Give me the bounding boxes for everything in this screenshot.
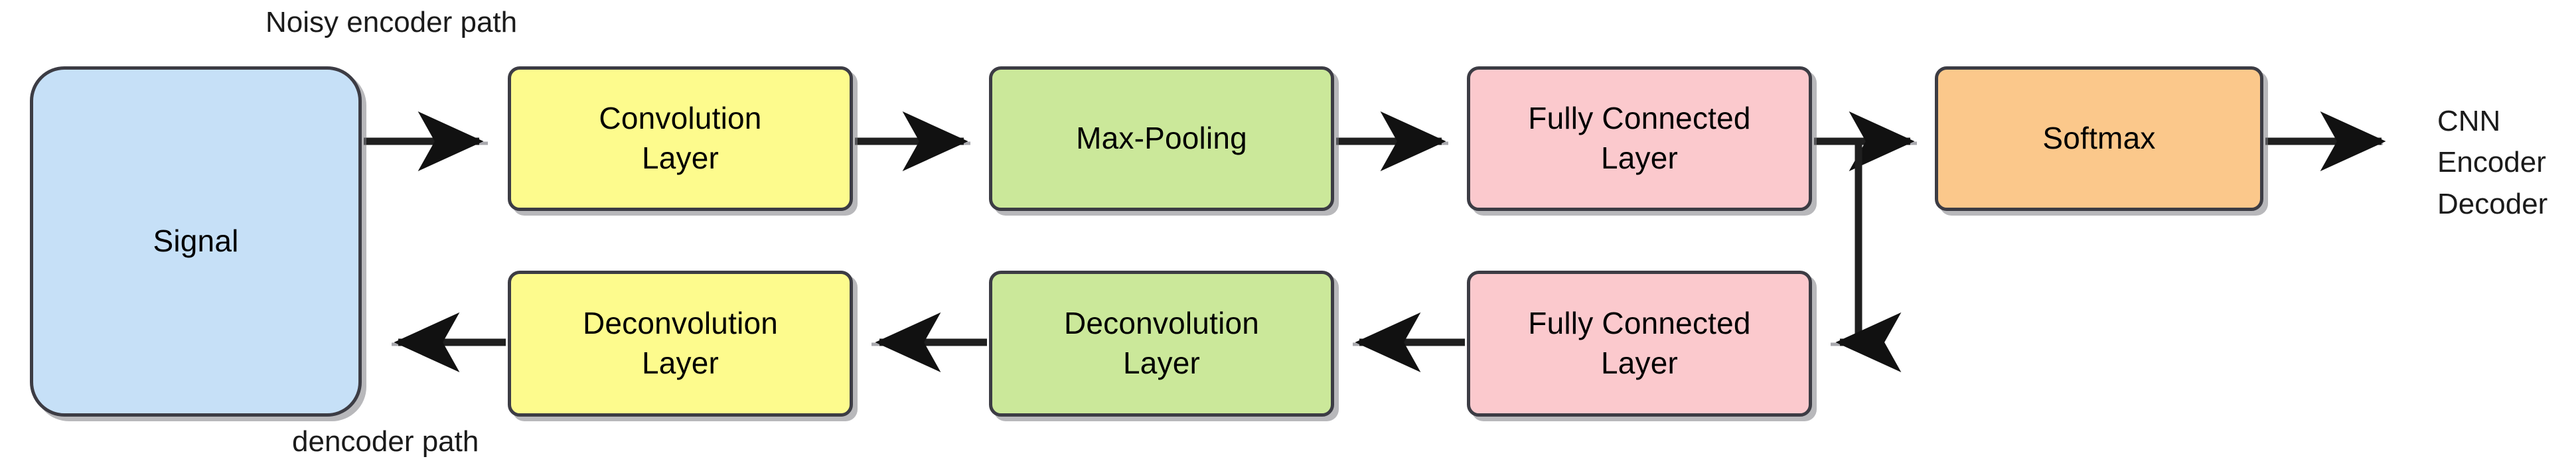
node-deconvolution-layer-left[interactable]: Deconvolution Layer xyxy=(508,271,853,417)
node-max-pooling-label: Max-Pooling xyxy=(1076,121,1247,156)
node-deconvolution-layer-left-label: Deconvolution Layer xyxy=(582,306,779,380)
node-deconvolution-layer-mid[interactable]: Deconvolution Layer xyxy=(989,271,1334,417)
node-deconvolution-layer-mid-label: Deconvolution Layer xyxy=(1063,306,1260,380)
node-signal-label: Signal xyxy=(153,224,239,259)
node-fully-connected-layer-top[interactable]: Fully Connected Layer xyxy=(1467,66,1812,211)
node-softmax-label: Softmax xyxy=(2042,121,2156,156)
node-fully-connected-layer-bottom[interactable]: Fully Connected Layer xyxy=(1467,271,1812,417)
node-convolution-layer-label: Convolution Layer xyxy=(599,101,762,175)
node-signal[interactable]: Signal xyxy=(30,66,362,417)
output-annotation: CNN Encoder Decoder xyxy=(2437,105,2548,220)
node-softmax[interactable]: Softmax xyxy=(1935,66,2263,211)
node-max-pooling[interactable]: Max-Pooling xyxy=(989,66,1334,211)
node-fully-connected-layer-top-label: Fully Connected Layer xyxy=(1528,101,1751,175)
edge-fc-top-to-fc-bottom xyxy=(1835,141,1902,373)
encoder-path-label: Noisy encoder path xyxy=(265,6,518,38)
node-fully-connected-layer-bottom-label: Fully Connected Layer xyxy=(1528,306,1751,380)
decoder-path-label: dencoder path xyxy=(292,425,479,458)
node-convolution-layer[interactable]: Convolution Layer xyxy=(508,66,853,211)
